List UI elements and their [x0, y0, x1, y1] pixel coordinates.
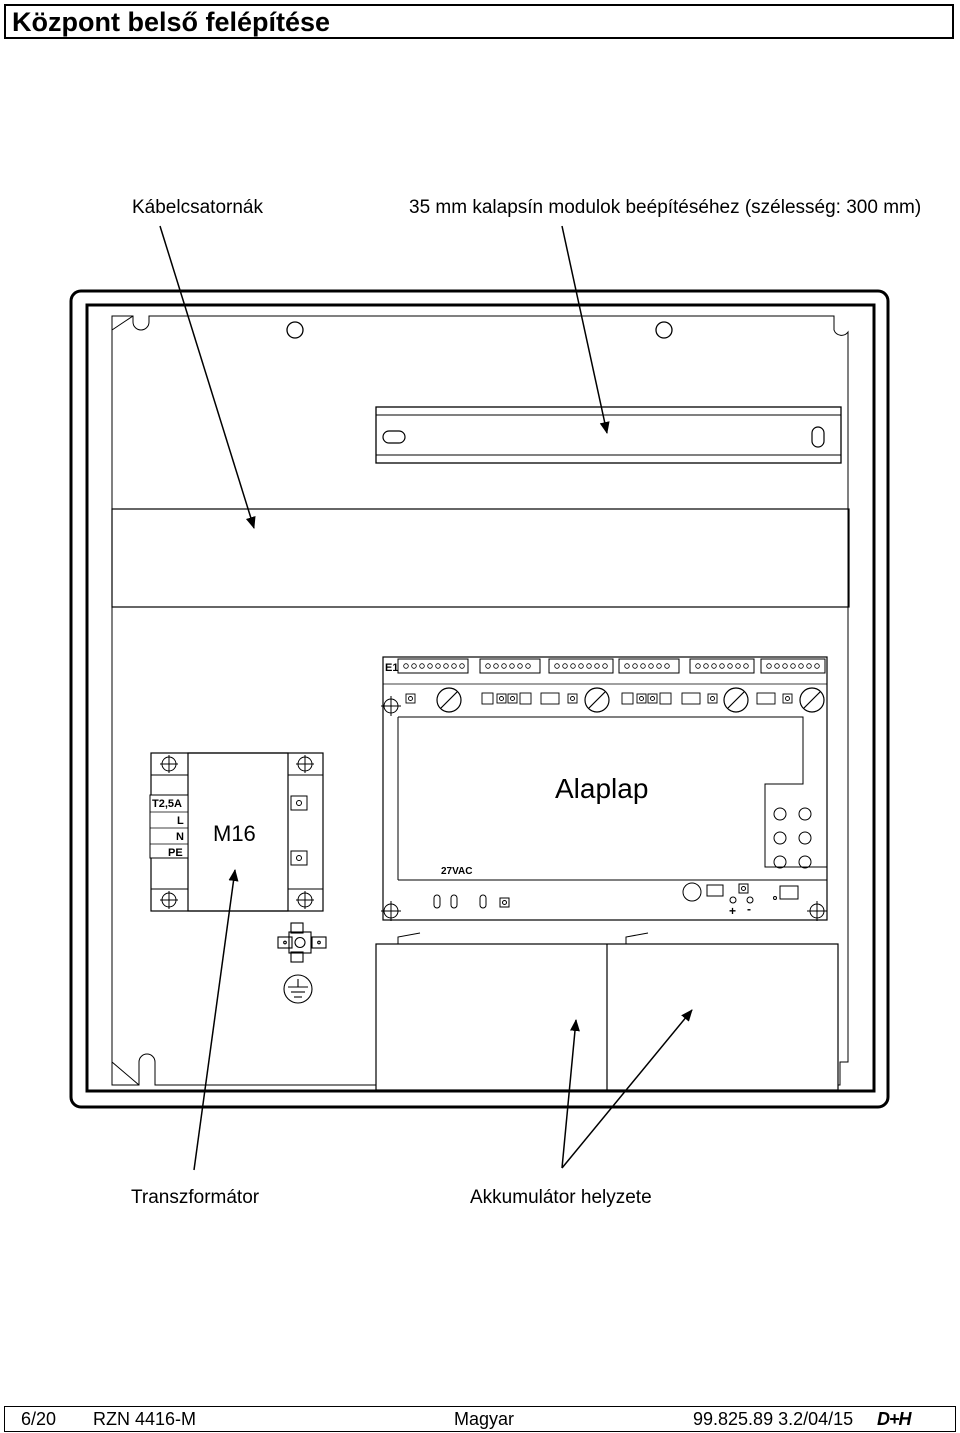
arrow-cable-channel [159, 225, 256, 529]
label-transformer: Transzformátor [131, 1187, 260, 1208]
enclosure-outer [69, 289, 890, 1109]
arrow-transformer [193, 869, 239, 1171]
mainboard-label: Alaplap [555, 773, 648, 804]
title-bar: Központ belső felépítése [4, 4, 954, 39]
footer: 6/20 RZN 4416-M Magyar 99.825.89 3.2/04/… [4, 1406, 956, 1432]
transformer: T2,5A L N PE M16 [149, 752, 324, 912]
battery-area [375, 932, 839, 1091]
footer-page: 6/20 [21, 1409, 57, 1429]
dh-logo: D+H [877, 1409, 912, 1429]
transformer-name: M16 [213, 821, 256, 846]
battery-plus: + [729, 904, 736, 918]
enclosure-inner [85, 303, 876, 1093]
mainboard-e1-label: E1 [385, 662, 398, 674]
label-cable-channels: Kábelcsatornák [132, 197, 263, 218]
label-din-rail: 35 mm kalapsín modulok beépítéséhez (szé… [409, 197, 921, 218]
earth-terminal [277, 922, 327, 1004]
din-rail [375, 406, 842, 464]
mounting-hole-left [286, 321, 304, 339]
backplate [111, 315, 849, 1086]
arrow-battery-right [561, 1009, 693, 1169]
mainboard: E1 Alaplap [381, 656, 828, 921]
arrow-battery-left [561, 1019, 580, 1169]
arrow-din-rail [561, 225, 610, 434]
terminal-pe: PE [168, 847, 183, 859]
footer-language: Magyar [454, 1409, 515, 1429]
terminal-n: N [176, 831, 184, 843]
vac-label: 27VAC [441, 866, 473, 877]
battery-minus: - [747, 902, 751, 916]
cable-channel [111, 508, 850, 608]
footer-doc: RZN 4416-M [93, 1409, 197, 1429]
page-title: Központ belső felépítése [12, 7, 331, 37]
label-battery: Akkumulátor helyzete [470, 1187, 652, 1208]
terminal-l: L [177, 815, 184, 827]
footer-version: 99.825.89 3.2/04/15 [693, 1409, 854, 1429]
mounting-hole-right [655, 321, 673, 339]
terminal-fuse: T2,5A [152, 798, 182, 810]
